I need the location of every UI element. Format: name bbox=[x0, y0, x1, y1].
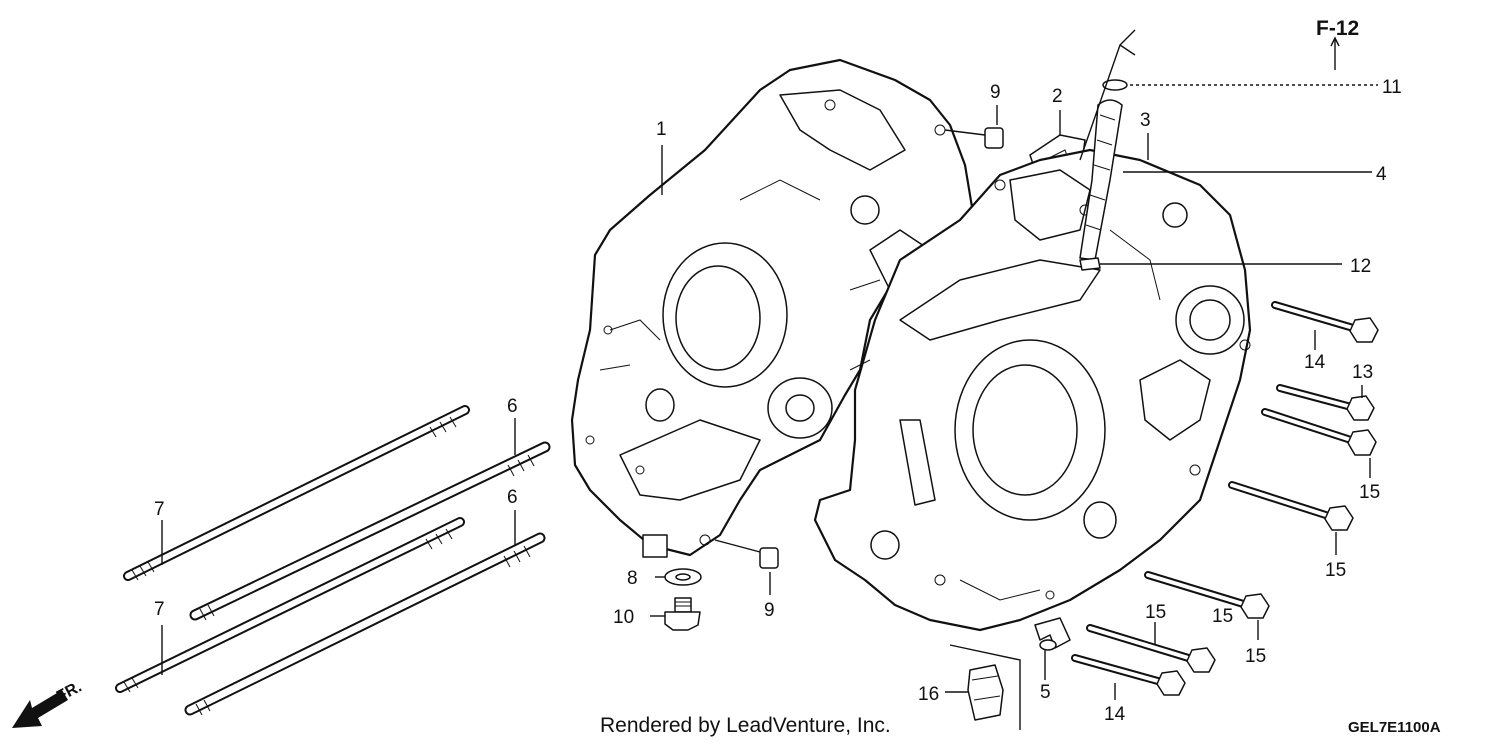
part-label-15b: 15 bbox=[1325, 560, 1346, 581]
flange-bolt-14-upper bbox=[1271, 301, 1379, 343]
flange-bolt-15-a bbox=[1261, 408, 1377, 456]
part-label-8: 8 bbox=[627, 568, 638, 589]
part-label-13: 13 bbox=[1352, 362, 1373, 383]
flange-bolt-15-c bbox=[1144, 571, 1270, 619]
tube-clip-upper bbox=[1102, 79, 1128, 91]
part-label-7a: 7 bbox=[154, 499, 165, 520]
sealing-washer bbox=[664, 568, 702, 586]
part-label-1: 1 bbox=[656, 119, 667, 140]
part-label-3: 3 bbox=[1140, 110, 1151, 131]
part-label-15a: 15 bbox=[1359, 482, 1380, 503]
front-direction-arrow: FR. bbox=[12, 678, 85, 728]
leader-lines bbox=[161, 29, 1378, 730]
flange-bolt-13 bbox=[1276, 384, 1375, 421]
part-label-9b: 9 bbox=[764, 600, 775, 621]
flange-bolt-14-lower bbox=[1071, 654, 1186, 696]
dowel-pin-upper bbox=[944, 127, 1004, 149]
cable-clamp bbox=[1034, 617, 1071, 651]
right-crankcase-half bbox=[813, 148, 1252, 632]
part-label-14a: 14 bbox=[1304, 352, 1326, 373]
part-label-4: 4 bbox=[1376, 164, 1387, 185]
stud-bolt-6-upper bbox=[189, 441, 551, 621]
part-label-9a: 9 bbox=[990, 82, 1001, 103]
stud-bolt-7-upper bbox=[123, 405, 470, 581]
diagram-code: GEL7E1100A bbox=[1348, 719, 1441, 736]
flange-bolt-15-b bbox=[1228, 481, 1354, 531]
part-label-6b: 6 bbox=[507, 487, 518, 508]
credit-text: Rendered by LeadVenture, Inc. bbox=[600, 714, 891, 737]
part-label-14b: 14 bbox=[1104, 704, 1126, 725]
part-label-15d: 15 bbox=[1245, 646, 1266, 667]
stud-bolt-6-lower bbox=[184, 532, 546, 716]
part-label-5: 5 bbox=[1040, 682, 1051, 703]
hose-guide bbox=[967, 664, 1004, 721]
tube-clip-lower bbox=[1079, 257, 1101, 271]
part-label-16: 16 bbox=[918, 684, 939, 705]
drain-bolt bbox=[664, 597, 701, 631]
stud-bolt-7-lower bbox=[115, 517, 465, 693]
part-label-10: 10 bbox=[613, 607, 634, 628]
part-label-6a: 6 bbox=[507, 396, 518, 417]
header-ref-label: F-12 bbox=[1316, 17, 1359, 40]
part-label-15e: 15 bbox=[1212, 606, 1233, 627]
part-label-2: 2 bbox=[1052, 86, 1063, 107]
part-label-11: 11 bbox=[1382, 77, 1402, 98]
part-label-15c: 15 bbox=[1145, 602, 1166, 623]
part-label-12: 12 bbox=[1350, 256, 1371, 277]
flange-bolt-15-d bbox=[1086, 624, 1216, 673]
part-label-7b: 7 bbox=[154, 599, 165, 620]
dowel-pin-lower bbox=[714, 539, 779, 569]
